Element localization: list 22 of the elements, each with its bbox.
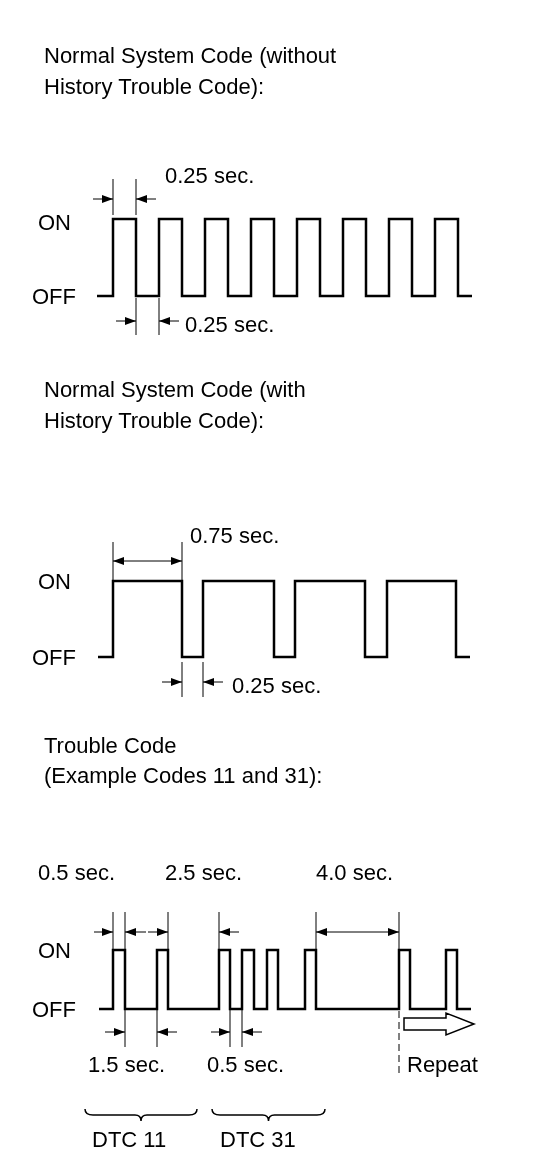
- signal-level-label: OFF: [32, 283, 76, 311]
- section-heading: Normal System Code (with History Trouble Code):: [44, 376, 307, 435]
- signal-level-label: ON: [38, 937, 71, 965]
- signal-level-label: ON: [38, 209, 71, 237]
- duration-label: 2.5 sec.: [165, 859, 243, 887]
- duration-label: 4.0 sec.: [316, 859, 394, 887]
- duration-label: 0.25 sec.: [185, 311, 275, 339]
- section-heading: (Example Codes 11 and 31):: [44, 762, 323, 790]
- code-label: DTC 11: [92, 1126, 167, 1154]
- signal-level-label: OFF: [32, 996, 76, 1024]
- section-heading: Normal System Code (without History Trouble Code):: [44, 42, 338, 101]
- duration-label: 0.5 sec.: [207, 1051, 285, 1079]
- code-label: DTC 31: [220, 1126, 296, 1154]
- section-heading: Trouble Code: [44, 732, 177, 760]
- duration-label: 1.5 sec.: [88, 1051, 166, 1079]
- signal-level-label: ON: [38, 568, 71, 596]
- duration-label: 0.25 sec.: [232, 672, 322, 700]
- duration-label: 0.5 sec.: [38, 859, 116, 887]
- signal-level-label: OFF: [32, 644, 76, 672]
- duration-label: 0.25 sec.: [165, 162, 255, 190]
- duration-label: 0.75 sec.: [190, 522, 280, 550]
- repeat-label: Repeat: [407, 1051, 478, 1079]
